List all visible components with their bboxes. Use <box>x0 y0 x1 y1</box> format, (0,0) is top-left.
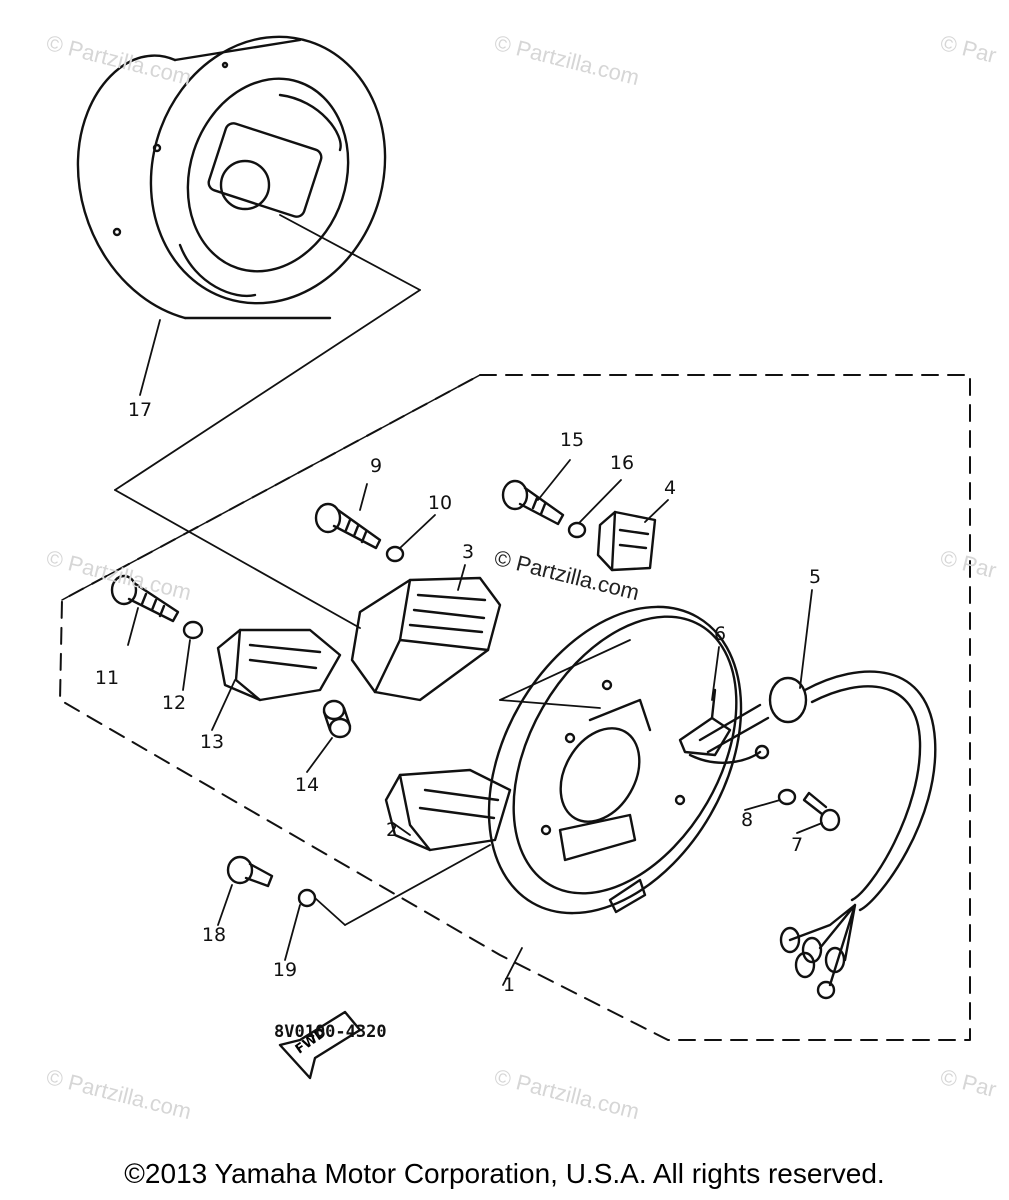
callout-9: 9 <box>369 455 383 477</box>
bolt-15 <box>501 479 565 526</box>
callout-12: 12 <box>161 692 187 714</box>
callout-16: 16 <box>609 452 635 474</box>
callout-15: 15 <box>559 429 585 451</box>
spacer-14 <box>322 699 352 739</box>
callout-10: 10 <box>427 492 453 514</box>
assembly-outline <box>59 374 971 1041</box>
washer-12 <box>182 620 204 640</box>
callout-14: 14 <box>294 774 320 796</box>
washer-10 <box>385 545 405 563</box>
bolt-11 <box>110 574 180 623</box>
bolt-9 <box>314 502 382 550</box>
charge-coil-3 <box>350 576 502 702</box>
coil-13 <box>216 628 342 702</box>
screw-7 <box>802 791 841 832</box>
coil-2 <box>384 768 512 852</box>
bolt-18 <box>226 855 274 888</box>
pulser-coil-6 <box>678 688 770 764</box>
callout-17: 17 <box>127 399 153 421</box>
callout-11: 11 <box>94 667 120 689</box>
coil-4 <box>596 510 657 572</box>
copyright-notice: ©2013 Yamaha Motor Corporation, U.S.A. A… <box>124 1158 885 1189</box>
washer-16 <box>567 521 587 539</box>
callout-19: 19 <box>272 959 298 981</box>
flywheel-rotor <box>76 35 421 491</box>
callout-2: 2 <box>385 819 399 841</box>
callout-3: 3 <box>461 541 475 563</box>
washer-8 <box>777 788 797 806</box>
forward-arrow <box>278 1010 362 1080</box>
callout-1: 1 <box>502 974 516 996</box>
lead-wire-5 <box>698 670 937 1000</box>
callout-8: 8 <box>740 809 754 831</box>
callout-18: 18 <box>201 924 227 946</box>
callout-7: 7 <box>790 834 804 856</box>
washer-19 <box>297 888 317 908</box>
stator-base-plate <box>487 605 743 915</box>
callout-13: 13 <box>199 731 225 753</box>
diagram-code: 8V0100-4320 <box>274 1022 387 1042</box>
callout-6: 6 <box>713 623 727 645</box>
callout-5: 5 <box>808 566 822 588</box>
callout-4: 4 <box>663 477 677 499</box>
